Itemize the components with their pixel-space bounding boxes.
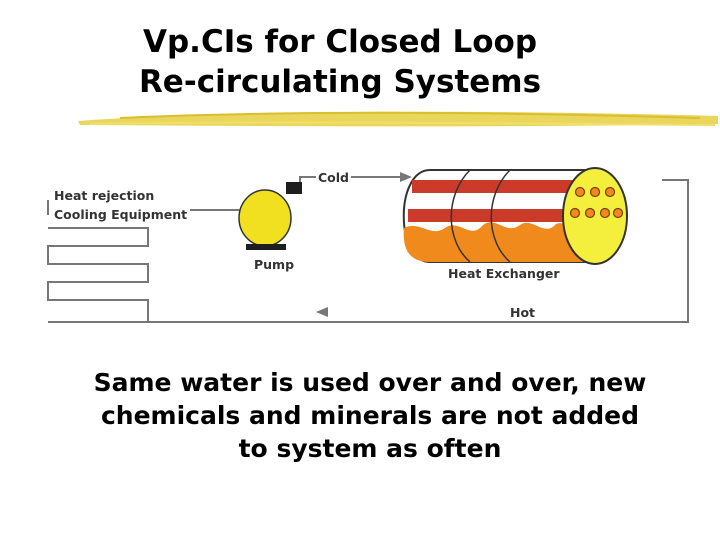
title-underline — [78, 111, 718, 127]
cold-label: Cold — [316, 170, 351, 185]
hot-arrow — [316, 307, 328, 317]
caption-line-2: chemicals and minerals are not added — [100, 401, 640, 430]
title-line-2: Re-circulating Systems — [138, 64, 542, 100]
exchanger-baffle-1 — [450, 169, 471, 263]
pump-outlet — [286, 182, 302, 194]
heat-exchanger-label: Heat Exchanger — [448, 266, 560, 281]
exchanger-tube-bottom — [408, 209, 586, 222]
pump-base — [246, 244, 286, 250]
pump-label: Pump — [254, 257, 295, 272]
exchanger-baffle-2 — [490, 169, 511, 263]
exchanger-tube-top — [412, 180, 582, 193]
header-tube-ends — [569, 186, 624, 219]
title-line-1: Vp.CIs for Closed Loop — [142, 24, 538, 60]
caption-line-1: Same water is used over and over, new — [93, 368, 647, 397]
hot-label: Hot — [508, 305, 538, 320]
cold-arrow — [400, 172, 412, 182]
cooling-coil — [47, 227, 149, 322]
slide-title: Vp.CIs for Closed Loop Re-circulating Sy… — [0, 22, 680, 102]
cooling-equipment-label: Cooling Equipment — [54, 207, 188, 222]
slide-caption: Same water is used over and over, new ch… — [0, 366, 720, 465]
pump-body — [238, 189, 292, 247]
heat-rejection-label: Heat rejection — [54, 188, 155, 203]
caption-line-3: to system as often — [238, 434, 502, 463]
loop-line-return — [48, 179, 689, 323]
